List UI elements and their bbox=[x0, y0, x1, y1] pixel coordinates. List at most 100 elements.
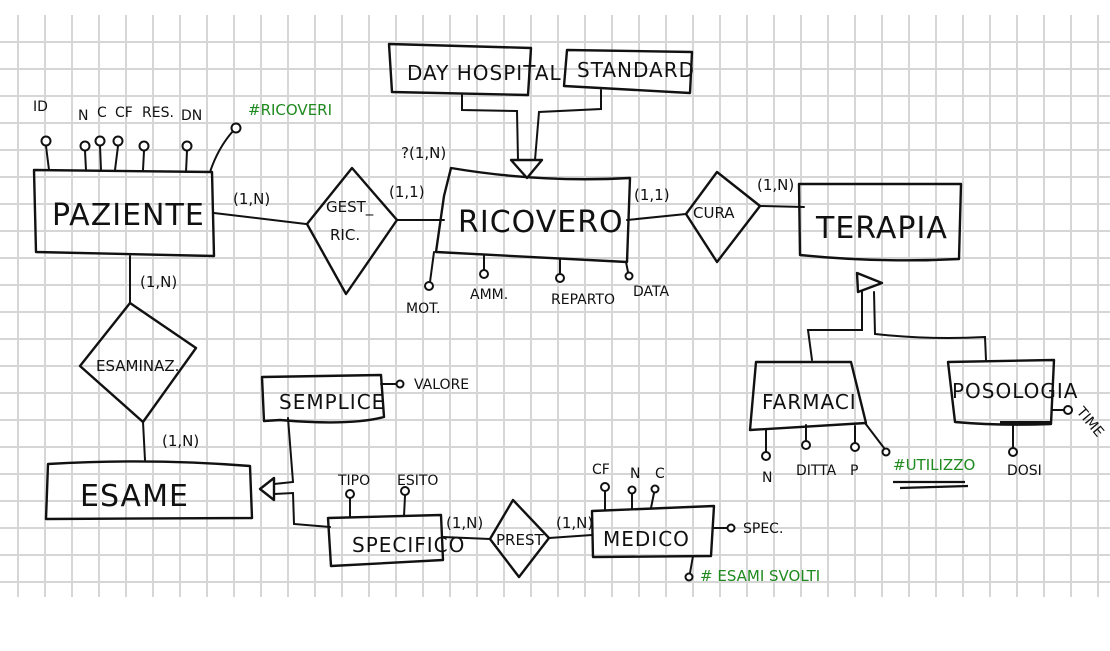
attr-dot-cf-medico bbox=[600, 482, 610, 492]
entity-day-hospital: DAY HOSPITAL bbox=[387, 42, 562, 97]
entity-posologia: POSOLOGIA bbox=[946, 358, 1079, 426]
attr-dot-p bbox=[850, 442, 860, 452]
utilizzo-underline bbox=[893, 480, 969, 490]
attr-dot-dn bbox=[181, 140, 193, 152]
generalization-arrow-terapia bbox=[855, 271, 884, 294]
attr-label-valore: VALORE bbox=[414, 377, 469, 393]
attr-dot-mot bbox=[424, 281, 434, 291]
paziente-attributes: ID N C CF RES. DN #RICOVERI bbox=[33, 99, 332, 173]
attr-dot-n-medico bbox=[627, 485, 637, 495]
entity-standard-label: STANDARD bbox=[577, 58, 695, 82]
card-specifico-prest: (1,N) bbox=[446, 514, 483, 532]
rel-cura-label: CURA bbox=[693, 204, 735, 222]
attr-label-id: ID bbox=[33, 99, 48, 115]
attr-dot-id bbox=[40, 135, 52, 147]
attr-label-n-farmaci: N bbox=[762, 470, 772, 486]
ricovero-attributes: MOT. AMM. REPARTO DATA bbox=[406, 251, 669, 317]
attr-label-data: DATA bbox=[633, 284, 669, 300]
attr-label-tipo: TIPO bbox=[337, 473, 370, 489]
attr-dot-esito bbox=[400, 486, 410, 496]
generalization-ricovero bbox=[461, 89, 602, 180]
entity-paziente: PAZIENTE bbox=[32, 168, 216, 258]
entity-semplice: SEMPLICE VALORE bbox=[260, 373, 469, 424]
attr-label-mot: MOT. bbox=[406, 301, 440, 317]
attr-label-c-medico: C bbox=[655, 466, 665, 482]
entity-terapia: TERAPIA bbox=[797, 182, 963, 262]
attr-dot-ditta bbox=[801, 440, 811, 450]
attr-label-n: N bbox=[78, 108, 88, 124]
attr-dot-cf bbox=[112, 135, 124, 147]
attr-label-cf: CF bbox=[115, 105, 133, 121]
attr-dot-valore bbox=[395, 379, 405, 389]
link-ricovero-cura bbox=[626, 213, 687, 221]
relationship-prest: PREST. bbox=[488, 498, 551, 579]
attr-label-res: RES. bbox=[142, 105, 174, 121]
generalization-esame bbox=[258, 417, 331, 528]
entity-farmaci-label: FARMACI bbox=[762, 390, 857, 414]
attr-dot-c bbox=[94, 135, 106, 147]
rel-gest-ric-label-1: GEST_ bbox=[326, 198, 374, 217]
generalization-arrow-esame bbox=[258, 476, 276, 502]
card-medico-prest: (1,N) bbox=[556, 514, 593, 532]
posologia-attributes: DOSI TIME bbox=[1007, 404, 1107, 479]
attr-dot-ricoveri bbox=[230, 122, 242, 134]
rel-prest-label: PREST. bbox=[496, 531, 547, 549]
attr-dot-data bbox=[624, 271, 634, 281]
entity-ricovero-label: RICOVERO bbox=[458, 205, 624, 240]
rel-gest-ric-label-2: RIC. bbox=[330, 226, 360, 244]
link-cura-terapia bbox=[759, 205, 805, 208]
card-paziente-esaminaz: (1,N) bbox=[140, 273, 177, 291]
attr-dot-res bbox=[138, 140, 150, 152]
attr-label-ditta: DITTA bbox=[796, 463, 837, 479]
grid-background bbox=[0, 15, 1110, 597]
attr-dot-tipo bbox=[345, 489, 355, 499]
card-note-gest-ric: ?(1,N) bbox=[401, 144, 446, 162]
attr-label-cf-medico: CF bbox=[592, 462, 610, 478]
entity-medico: MEDICO CF N C SPEC. # ESAMI SVOLTI bbox=[590, 462, 820, 585]
relationship-gest-ric: GEST_ RIC. bbox=[305, 166, 399, 296]
relationship-esaminaz: ESAMINAZ. bbox=[78, 301, 198, 424]
entity-day-hospital-label: DAY HOSPITAL bbox=[407, 61, 562, 85]
generalization-terapia bbox=[806, 271, 987, 361]
link-prest-medico bbox=[548, 534, 593, 539]
derived-attr-esami-svolti: # ESAMI SVOLTI bbox=[700, 567, 820, 585]
relationship-cura: CURA bbox=[684, 170, 762, 264]
attr-dot-spec bbox=[726, 523, 736, 533]
attr-label-dosi: DOSI bbox=[1007, 463, 1042, 479]
attr-dot-time bbox=[1063, 405, 1073, 415]
attr-label-n-medico: N bbox=[630, 466, 640, 482]
attr-dot-n-farmaci bbox=[761, 451, 771, 461]
attr-dot-utilizzo bbox=[881, 447, 891, 457]
attr-label-esito: ESITO bbox=[397, 473, 438, 489]
entity-specifico: SPECIFICO TIPO ESITO bbox=[326, 473, 464, 568]
entity-ricovero: RICOVERO bbox=[434, 166, 632, 264]
entity-paziente-label: PAZIENTE bbox=[52, 198, 205, 233]
card-ricovero-cura: (1,1) bbox=[634, 186, 670, 204]
link-specifico-prest bbox=[442, 536, 491, 540]
farmaci-attributes: N DITTA P #UTILIZZO bbox=[761, 422, 975, 490]
attr-label-time: TIME bbox=[1072, 404, 1107, 441]
attr-label-amm: AMM. bbox=[470, 287, 508, 303]
entity-farmaci: FARMACI bbox=[748, 360, 868, 432]
link-esaminaz-esame bbox=[142, 421, 146, 461]
card-terapia-cura: (1,N) bbox=[757, 176, 794, 194]
attr-dot-amm bbox=[479, 269, 489, 279]
entity-semplice-label: SEMPLICE bbox=[279, 390, 385, 414]
entity-esame-label: ESAME bbox=[80, 479, 189, 514]
attr-label-reparto: REPARTO bbox=[551, 292, 615, 308]
attr-dot-reparto bbox=[555, 273, 565, 283]
card-ricovero-gest-ric: (1,1) bbox=[389, 183, 425, 201]
entity-standard: STANDARD bbox=[562, 48, 695, 95]
derived-attr-ricoveri: #RICOVERI bbox=[248, 101, 332, 119]
entity-esame: ESAME bbox=[44, 460, 254, 521]
attr-label-p: P bbox=[850, 463, 858, 479]
rel-esaminaz-label: ESAMINAZ. bbox=[96, 357, 179, 375]
derived-attr-utilizzo: #UTILIZZO bbox=[893, 456, 975, 474]
attr-dot-n bbox=[79, 140, 91, 152]
entity-posologia-label: POSOLOGIA bbox=[952, 379, 1079, 403]
attr-dot-dosi bbox=[1008, 447, 1018, 457]
link-paziente-gest-ric bbox=[213, 212, 307, 225]
attr-dot-c-medico bbox=[650, 484, 660, 494]
attr-label-dn: DN bbox=[181, 108, 202, 124]
